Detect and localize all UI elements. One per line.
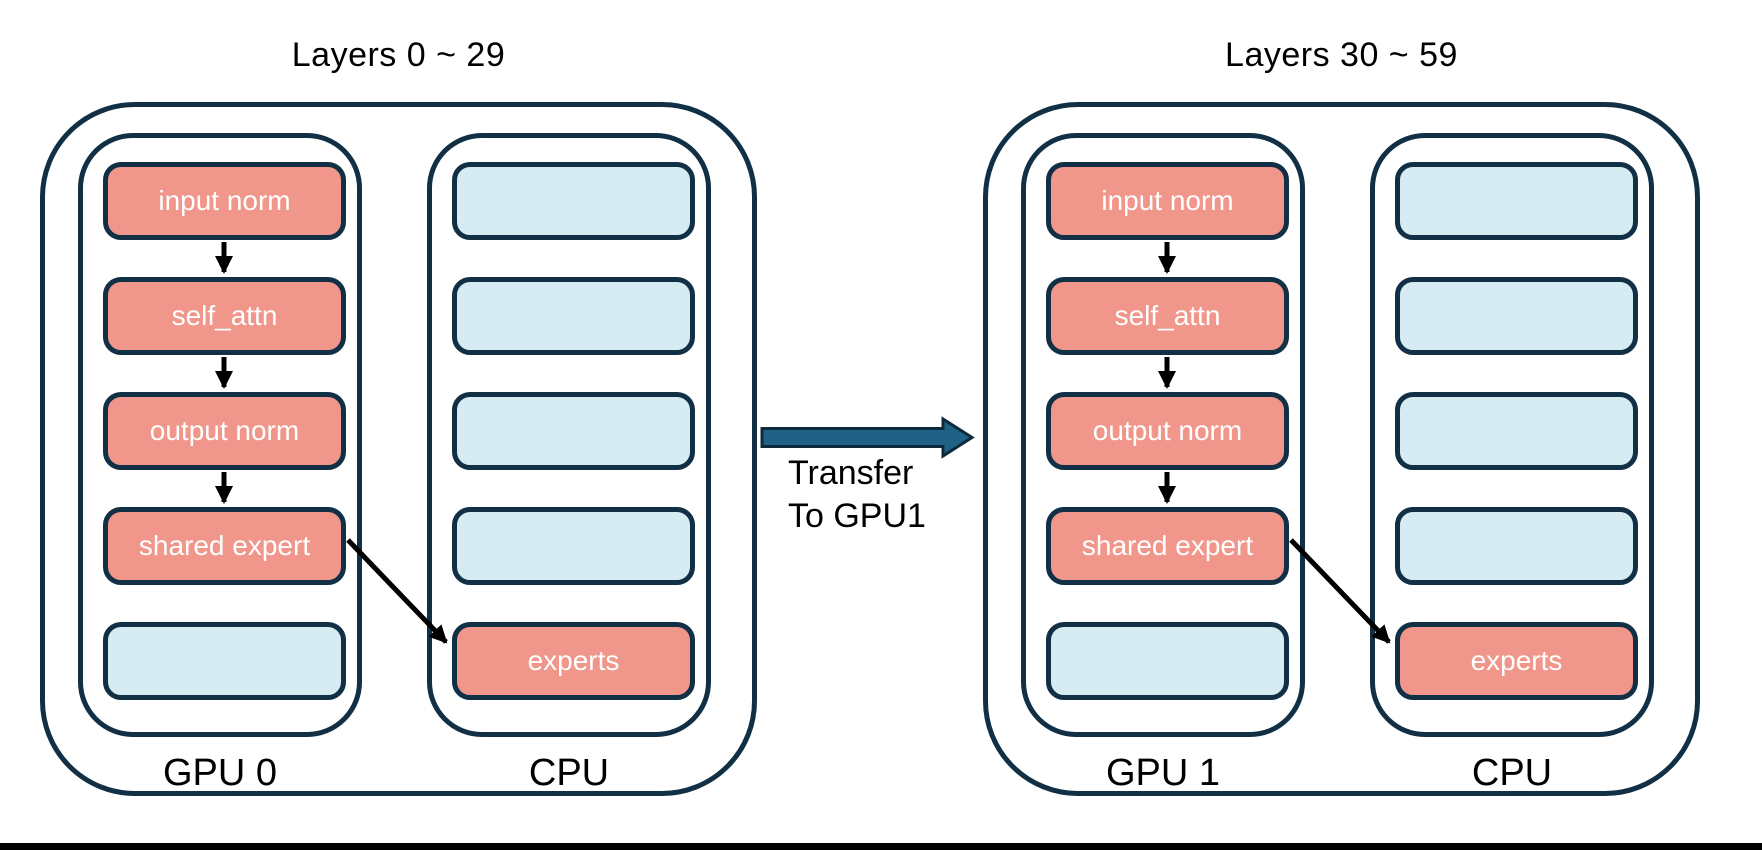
bottom-edge-bar [0,843,1762,850]
gpu1-box-input-norm: input norm [1046,162,1289,240]
cpu-right-container: experts [1370,133,1654,737]
cpu-left-box-experts: experts [452,622,695,700]
gpu1-box-output-norm: output norm [1046,392,1289,470]
gpu0-container: input norm self_attn output norm shared … [78,133,362,737]
gpu0-box-empty [103,622,346,700]
cpu-left-box-empty-1 [452,162,695,240]
gpu1-box-empty [1046,622,1289,700]
cpu-left-box-empty-2 [452,277,695,355]
group-title-layers-0-29: Layers 0 ~ 29 [291,36,506,74]
gpu1-label: GPU 1 [1105,752,1221,794]
cpu-right-box-experts: experts [1395,622,1638,700]
gpu1-box-shared-expert: shared expert [1046,507,1289,585]
cpu-right-label: CPU [1471,752,1553,794]
transfer-label-line1: Transfer [788,454,914,492]
transfer-label: Transfer To GPU1 [788,452,926,538]
cpu-right-box-empty-4 [1395,507,1638,585]
cpu-right-box-empty-1 [1395,162,1638,240]
gpu0-box-input-norm: input norm [103,162,346,240]
transfer-arrow-icon [760,416,975,459]
gpu0-label: GPU 0 [162,752,278,794]
gpu1-box-self-attn: self_attn [1046,277,1289,355]
gpu0-box-shared-expert: shared expert [103,507,346,585]
gpu1-container: input norm self_attn output norm shared … [1021,133,1305,737]
cpu-left-box-empty-3 [452,392,695,470]
group-container-layers-0-29: input norm self_attn output norm shared … [40,102,757,796]
cpu-left-container: experts [427,133,711,737]
cpu-left-box-empty-4 [452,507,695,585]
group-container-layers-30-59: input norm self_attn output norm shared … [983,102,1700,796]
cpu-right-box-empty-2 [1395,277,1638,355]
cpu-right-box-empty-3 [1395,392,1638,470]
transfer-label-line2: To GPU1 [788,497,926,535]
group-title-layers-30-59: Layers 30 ~ 59 [1225,36,1458,74]
gpu0-box-output-norm: output norm [103,392,346,470]
gpu0-box-self-attn: self_attn [103,277,346,355]
cpu-left-label: CPU [528,752,610,794]
